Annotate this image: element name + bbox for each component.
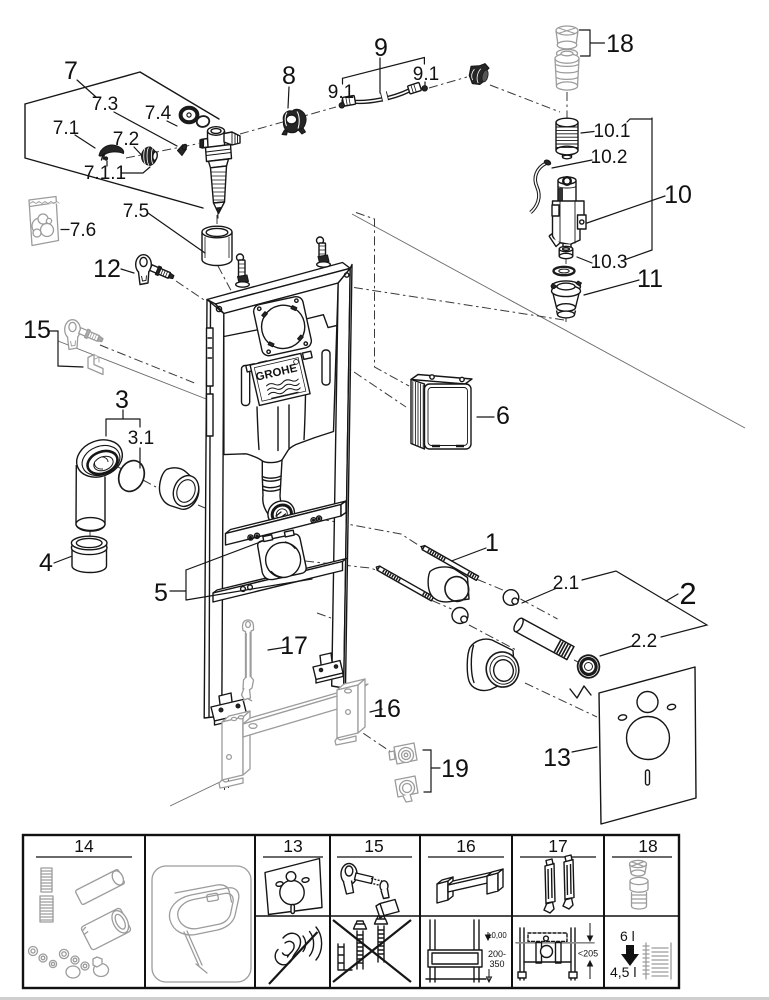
svg-text:13: 13 (543, 744, 571, 772)
svg-text:6: 6 (496, 402, 510, 430)
svg-text:10.1: 10.1 (594, 121, 631, 142)
svg-text:7.2: 7.2 (113, 129, 139, 150)
svg-text:1: 1 (485, 529, 499, 557)
svg-text:12: 12 (93, 255, 121, 283)
svg-text:3.1: 3.1 (128, 428, 154, 449)
svg-text:9.1: 9.1 (328, 82, 354, 103)
svg-text:8: 8 (282, 62, 296, 90)
svg-text:16: 16 (373, 695, 401, 723)
svg-text:11: 11 (637, 265, 663, 293)
svg-text:10: 10 (664, 181, 692, 209)
svg-text:14: 14 (74, 836, 94, 856)
svg-text:200-: 200- (488, 949, 506, 959)
svg-text:6 l: 6 l (620, 928, 635, 944)
svg-text:7.5: 7.5 (123, 201, 149, 222)
svg-text:10.3: 10.3 (591, 252, 628, 273)
svg-text:13: 13 (283, 836, 302, 856)
svg-text:9.1: 9.1 (413, 64, 439, 85)
svg-text:10.2: 10.2 (591, 147, 628, 168)
svg-text:17: 17 (548, 836, 567, 856)
svg-text:7.3: 7.3 (92, 94, 118, 115)
svg-text:17: 17 (280, 632, 308, 660)
svg-text:4: 4 (39, 549, 53, 577)
svg-text:2.1: 2.1 (553, 573, 579, 594)
svg-text:7.4: 7.4 (145, 103, 172, 124)
svg-text:15: 15 (23, 316, 51, 344)
svg-text:7.1.1: 7.1.1 (84, 163, 126, 184)
svg-text:350: 350 (489, 959, 504, 969)
svg-text:4,5 l: 4,5 l (610, 964, 636, 980)
svg-text:5: 5 (154, 579, 168, 607)
svg-text:19: 19 (441, 755, 469, 783)
svg-text:7.6: 7.6 (70, 220, 96, 241)
svg-text:18: 18 (606, 30, 634, 58)
svg-text:7: 7 (64, 57, 78, 85)
svg-text:<205: <205 (578, 949, 598, 959)
svg-text:2.2: 2.2 (631, 631, 657, 652)
svg-text:2: 2 (679, 576, 696, 611)
svg-text:±0,00: ±0,00 (487, 931, 507, 940)
svg-text:9: 9 (374, 34, 388, 62)
svg-text:3: 3 (115, 386, 129, 414)
svg-text:7.1: 7.1 (53, 118, 79, 139)
svg-text:18: 18 (638, 836, 657, 856)
svg-text:16: 16 (456, 836, 475, 856)
svg-text:15: 15 (364, 836, 383, 856)
